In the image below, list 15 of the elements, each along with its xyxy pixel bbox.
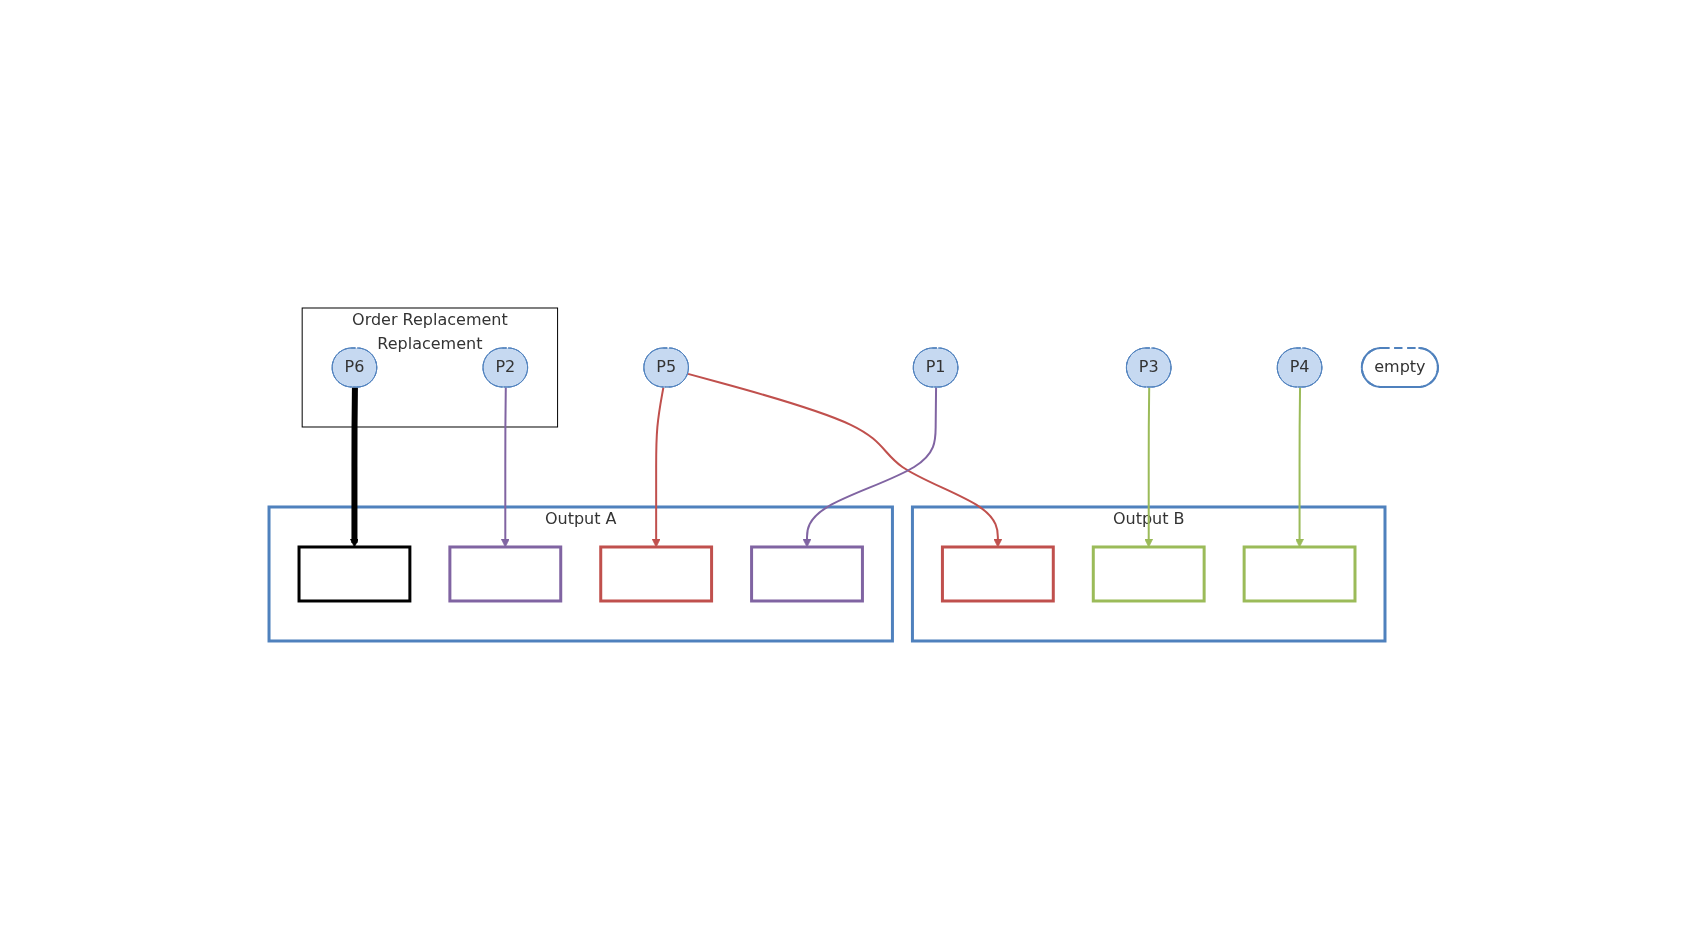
arrow — [1294, 386, 1304, 547]
arrow — [1143, 386, 1153, 547]
node-box — [940, 545, 1055, 602]
arrow — [686, 372, 1002, 547]
arrow — [500, 386, 510, 547]
node-box — [598, 545, 713, 602]
node-box — [297, 545, 411, 602]
arrow — [802, 386, 937, 547]
arrow — [349, 386, 359, 547]
node-box — [447, 545, 562, 602]
arrow — [651, 386, 664, 547]
node-box — [1091, 545, 1206, 602]
cluster: Output A — [267, 505, 894, 642]
node-box — [749, 545, 864, 602]
node-box — [1242, 545, 1356, 602]
